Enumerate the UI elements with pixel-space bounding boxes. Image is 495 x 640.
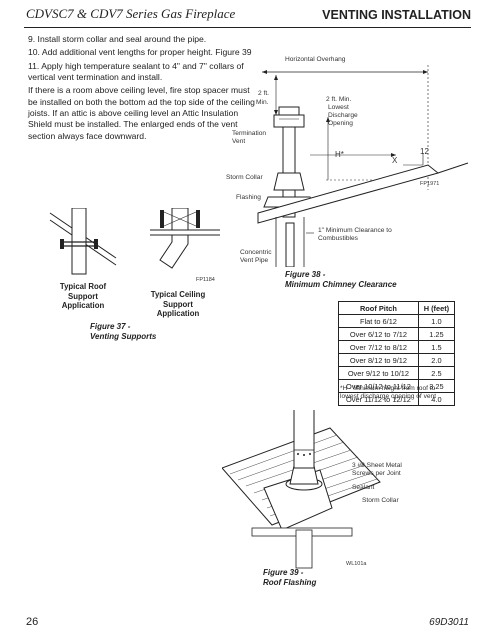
ceiling-support-label-2: Support <box>163 299 193 309</box>
table-footnote-2: lowest discharge opening of vent <box>340 393 437 400</box>
figure-37-caption-1: Figure 37 - <box>90 322 131 331</box>
two-ft-min-right-label: 2 ft. Min. <box>326 96 352 103</box>
step-9: 9. Install storm collar and seal around … <box>28 34 207 44</box>
h-star-label: H* <box>335 150 344 159</box>
page-number: 26 <box>26 616 39 628</box>
lowest-discharge-label-2: Discharge <box>328 112 358 119</box>
storm-collar-label: Storm Collar <box>226 174 263 181</box>
twelve-label: 12 <box>420 147 429 156</box>
document-title: CDVSC7 & CDV7 Series Gas Fireplace <box>26 6 236 21</box>
table-cell: 1.25 <box>417 327 456 341</box>
lowest-discharge-label-3: Opening <box>328 120 353 127</box>
fp1971-code: FP1971 <box>420 181 440 187</box>
figure-38-caption-1: Figure 38 - <box>285 270 326 279</box>
figure-39-caption-1: Figure 39 - <box>263 568 304 577</box>
min-clearance-label-2: Combustibles <box>318 235 358 242</box>
table-cell: Over 8/12 to 9/12 <box>338 353 419 367</box>
ceiling-support-diagram <box>150 208 220 269</box>
roof-support-diagram <box>49 208 117 275</box>
storm-collar-label-fig39: Storm Collar <box>362 497 399 504</box>
two-ft-min-label-2: Min. <box>256 99 269 106</box>
wl101a-code: WL101a <box>346 561 367 567</box>
note-paragraph: If there is a room above ceiling level, … <box>28 85 255 141</box>
two-ft-min-label-1: 2 ft. <box>258 90 269 97</box>
min-clearance-label-1: 1" Minimum Clearance to <box>318 227 392 234</box>
ceiling-support-label-1: Typical Ceiling <box>150 290 206 299</box>
fp1184-code: FP1184 <box>196 277 215 283</box>
table-cell: Over 6/12 to 7/12 <box>338 327 419 341</box>
sealant-label: Sealant <box>352 484 375 491</box>
table-cell: 1.5 <box>417 340 456 354</box>
header-rule <box>24 27 471 28</box>
instruction-steps: 9. Install storm collar and seal around … <box>28 34 258 144</box>
ceiling-support-label: Typical Ceiling Support Application <box>140 290 216 319</box>
column-header: Roof Pitch <box>338 301 419 315</box>
ceiling-support-label-3: Application <box>156 309 200 319</box>
table-cell: 2.0 <box>417 353 456 367</box>
figure-39-diagram <box>222 410 381 569</box>
table-cell: Over 9/12 to 10/12 <box>338 366 419 380</box>
figure-39-caption-2: Roof Flashing <box>263 578 317 587</box>
screws-label-1: 3 #8 Sheet Metal <box>352 462 402 469</box>
concentric-label-1: Concentric <box>240 249 272 256</box>
table-cell: Over 7/12 to 8/12 <box>338 340 419 354</box>
table-cell: Over 11/12 to 12/12 <box>338 392 419 406</box>
roof-support-label-3: Application <box>61 301 105 311</box>
section-title: VENTING INSTALLATION <box>322 8 471 22</box>
roof-support-label: Typical Roof Support Application <box>52 282 114 311</box>
table-cell: 1.0 <box>417 314 456 328</box>
step-10: 10. Add additional vent lengths for prop… <box>28 47 252 58</box>
termination-vent-label-1: Termination <box>232 130 267 137</box>
concentric-label-2: Vent Pipe <box>240 257 269 264</box>
figure-38-diagram <box>257 65 469 267</box>
termination-vent-label-2: Vent <box>232 138 246 145</box>
roof-support-label-1: Typical Roof <box>59 282 107 291</box>
roof-support-label-2: Support <box>68 291 98 301</box>
lowest-discharge-label-1: Lowest <box>328 104 349 111</box>
table-header-row: Roof Pitch H (feet) <box>338 301 456 315</box>
figure-38-caption-2: Minimum Chimney Clearance <box>285 280 397 289</box>
figure-37-caption-2: Venting Supports <box>90 332 157 341</box>
table-footnote-1: *H - Minimum height from roof to <box>340 385 436 392</box>
screws-label-2: Screws per Joint <box>352 470 401 477</box>
flashing-label: Flashing <box>236 194 261 201</box>
x-label: X <box>392 156 398 165</box>
table-cell: 2.5 <box>417 366 456 380</box>
table-cell: Flat to 6/12 <box>338 314 419 328</box>
horizontal-overhang-label: Horizontal Overhang <box>285 56 346 63</box>
table-cell: 4.0 <box>417 392 456 406</box>
document-number: 69D3011 <box>429 617 469 628</box>
step-11: 11. Apply high temperature sealant to 4"… <box>28 60 244 83</box>
column-header: H (feet) <box>417 301 456 315</box>
